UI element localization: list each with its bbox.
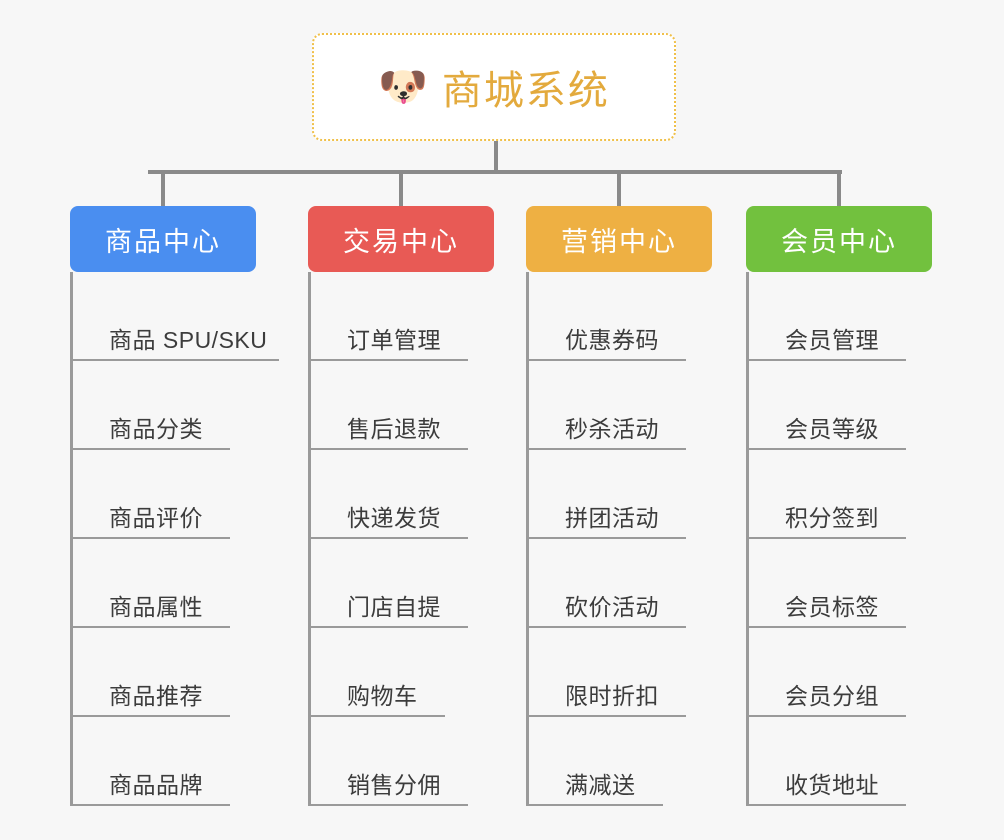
category-box-marketing-center[interactable]: 营销中心 — [526, 206, 712, 272]
leaf-label: 商品推荐 — [109, 683, 203, 709]
leaf-label: 售后退款 — [347, 416, 441, 442]
leaf-underline — [749, 715, 906, 717]
leaf-label: 会员管理 — [785, 327, 879, 353]
leaf-item[interactable]: 快递发货 — [311, 450, 494, 539]
category-box-member-center[interactable]: 会员中心 — [746, 206, 932, 272]
leaf-label: 砍价活动 — [565, 594, 659, 620]
connector-root-stem — [494, 141, 498, 173]
column-member-center: 会员中心会员管理会员等级积分签到会员标签会员分组收货地址 — [746, 206, 932, 806]
leaf-item[interactable]: 会员等级 — [749, 361, 932, 450]
leaf-underline — [529, 448, 686, 450]
leaf-underline — [73, 626, 230, 628]
leaf-item[interactable]: 售后退款 — [311, 361, 494, 450]
leaf-underline — [73, 715, 230, 717]
column-marketing-center: 营销中心优惠券码秒杀活动拼团活动砍价活动限时折扣满减送 — [526, 206, 712, 806]
leaf-item[interactable]: 满减送 — [529, 717, 712, 806]
leaf-label: 会员标签 — [785, 594, 879, 620]
leaf-item[interactable]: 销售分佣 — [311, 717, 494, 806]
leaf-underline — [73, 448, 230, 450]
leaf-underline — [749, 448, 906, 450]
leaf-underline — [311, 626, 468, 628]
category-label: 交易中心 — [343, 226, 459, 257]
category-box-trade-center[interactable]: 交易中心 — [308, 206, 494, 272]
leaf-underline — [749, 359, 906, 361]
leaf-underline — [311, 537, 468, 539]
leaf-label: 购物车 — [347, 683, 418, 709]
leaf-label: 快递发货 — [347, 505, 441, 531]
leaf-list-product-center: 商品 SPU/SKU 商品分类商品评价商品属性商品推荐商品品牌 — [70, 272, 279, 806]
leaf-label: 订单管理 — [347, 327, 441, 353]
leaf-item[interactable]: 商品推荐 — [73, 628, 256, 717]
connector-drop-trade-center — [399, 170, 403, 206]
leaf-label: 商品 SPU/SKU — [109, 327, 268, 353]
leaf-underline — [749, 804, 906, 806]
leaf-list-trade-center: 订单管理售后退款快递发货门店自提购物车销售分佣 — [308, 272, 494, 806]
leaf-item[interactable]: 限时折扣 — [529, 628, 712, 717]
leaf-underline — [311, 359, 468, 361]
leaf-label: 满减送 — [565, 772, 636, 798]
shiba-dog-face-icon: 🐶 — [378, 65, 428, 109]
leaf-underline — [749, 626, 906, 628]
connector-drop-marketing-center — [617, 170, 621, 206]
leaf-item[interactable]: 秒杀活动 — [529, 361, 712, 450]
connector-drop-member-center — [837, 170, 841, 206]
leaf-underline — [529, 537, 686, 539]
leaf-item[interactable]: 优惠券码 — [529, 272, 712, 361]
leaf-item[interactable]: 订单管理 — [311, 272, 494, 361]
leaf-list-member-center: 会员管理会员等级积分签到会员标签会员分组收货地址 — [746, 272, 932, 806]
leaf-item[interactable]: 门店自提 — [311, 539, 494, 628]
leaf-label: 限时折扣 — [565, 683, 659, 709]
column-product-center: 商品中心商品 SPU/SKU 商品分类商品评价商品属性商品推荐商品品牌 — [70, 206, 279, 806]
connector-drop-product-center — [161, 170, 165, 206]
leaf-label: 销售分佣 — [347, 772, 441, 798]
leaf-underline — [529, 359, 686, 361]
leaf-label: 商品品牌 — [109, 772, 203, 798]
root-node[interactable]: 🐶 商城系统 — [312, 33, 676, 141]
leaf-item[interactable]: 砍价活动 — [529, 539, 712, 628]
category-label: 会员中心 — [781, 226, 897, 257]
leaf-item[interactable]: 商品品牌 — [73, 717, 256, 806]
leaf-underline — [529, 715, 686, 717]
leaf-underline — [73, 537, 230, 539]
leaf-underline — [749, 537, 906, 539]
leaf-item[interactable]: 积分签到 — [749, 450, 932, 539]
leaf-list-marketing-center: 优惠券码秒杀活动拼团活动砍价活动限时折扣满减送 — [526, 272, 712, 806]
leaf-item[interactable]: 会员标签 — [749, 539, 932, 628]
leaf-item[interactable]: 收货地址 — [749, 717, 932, 806]
leaf-label: 秒杀活动 — [565, 416, 659, 442]
leaf-label: 会员等级 — [785, 416, 879, 442]
leaf-label: 拼团活动 — [565, 505, 659, 531]
leaf-item[interactable]: 购物车 — [311, 628, 494, 717]
leaf-label: 会员分组 — [785, 683, 879, 709]
leaf-label: 商品评价 — [109, 505, 203, 531]
column-trade-center: 交易中心订单管理售后退款快递发货门店自提购物车销售分佣 — [308, 206, 494, 806]
leaf-item[interactable]: 商品评价 — [73, 450, 256, 539]
leaf-item[interactable]: 商品属性 — [73, 539, 256, 628]
leaf-item[interactable]: 会员管理 — [749, 272, 932, 361]
leaf-underline — [311, 715, 445, 717]
leaf-item[interactable]: 拼团活动 — [529, 450, 712, 539]
leaf-label: 积分签到 — [785, 505, 879, 531]
category-box-product-center[interactable]: 商品中心 — [70, 206, 256, 272]
leaf-label: 商品分类 — [109, 416, 203, 442]
leaf-label: 门店自提 — [347, 594, 441, 620]
root-title: 商城系统 — [441, 69, 610, 113]
connector-horizontal-bus — [148, 170, 842, 174]
category-label: 营销中心 — [561, 226, 677, 257]
leaf-underline — [311, 804, 468, 806]
leaf-underline — [529, 626, 686, 628]
category-label: 商品中心 — [105, 226, 221, 257]
leaf-underline — [73, 804, 230, 806]
leaf-label: 商品属性 — [109, 594, 203, 620]
leaf-item[interactable]: 商品 SPU/SKU — [73, 272, 279, 361]
leaf-underline — [73, 359, 279, 361]
leaf-label: 收货地址 — [785, 772, 879, 798]
leaf-underline — [311, 448, 468, 450]
leaf-item[interactable]: 商品分类 — [73, 361, 256, 450]
leaf-item[interactable]: 会员分组 — [749, 628, 932, 717]
leaf-underline — [529, 804, 663, 806]
leaf-label: 优惠券码 — [565, 327, 659, 353]
